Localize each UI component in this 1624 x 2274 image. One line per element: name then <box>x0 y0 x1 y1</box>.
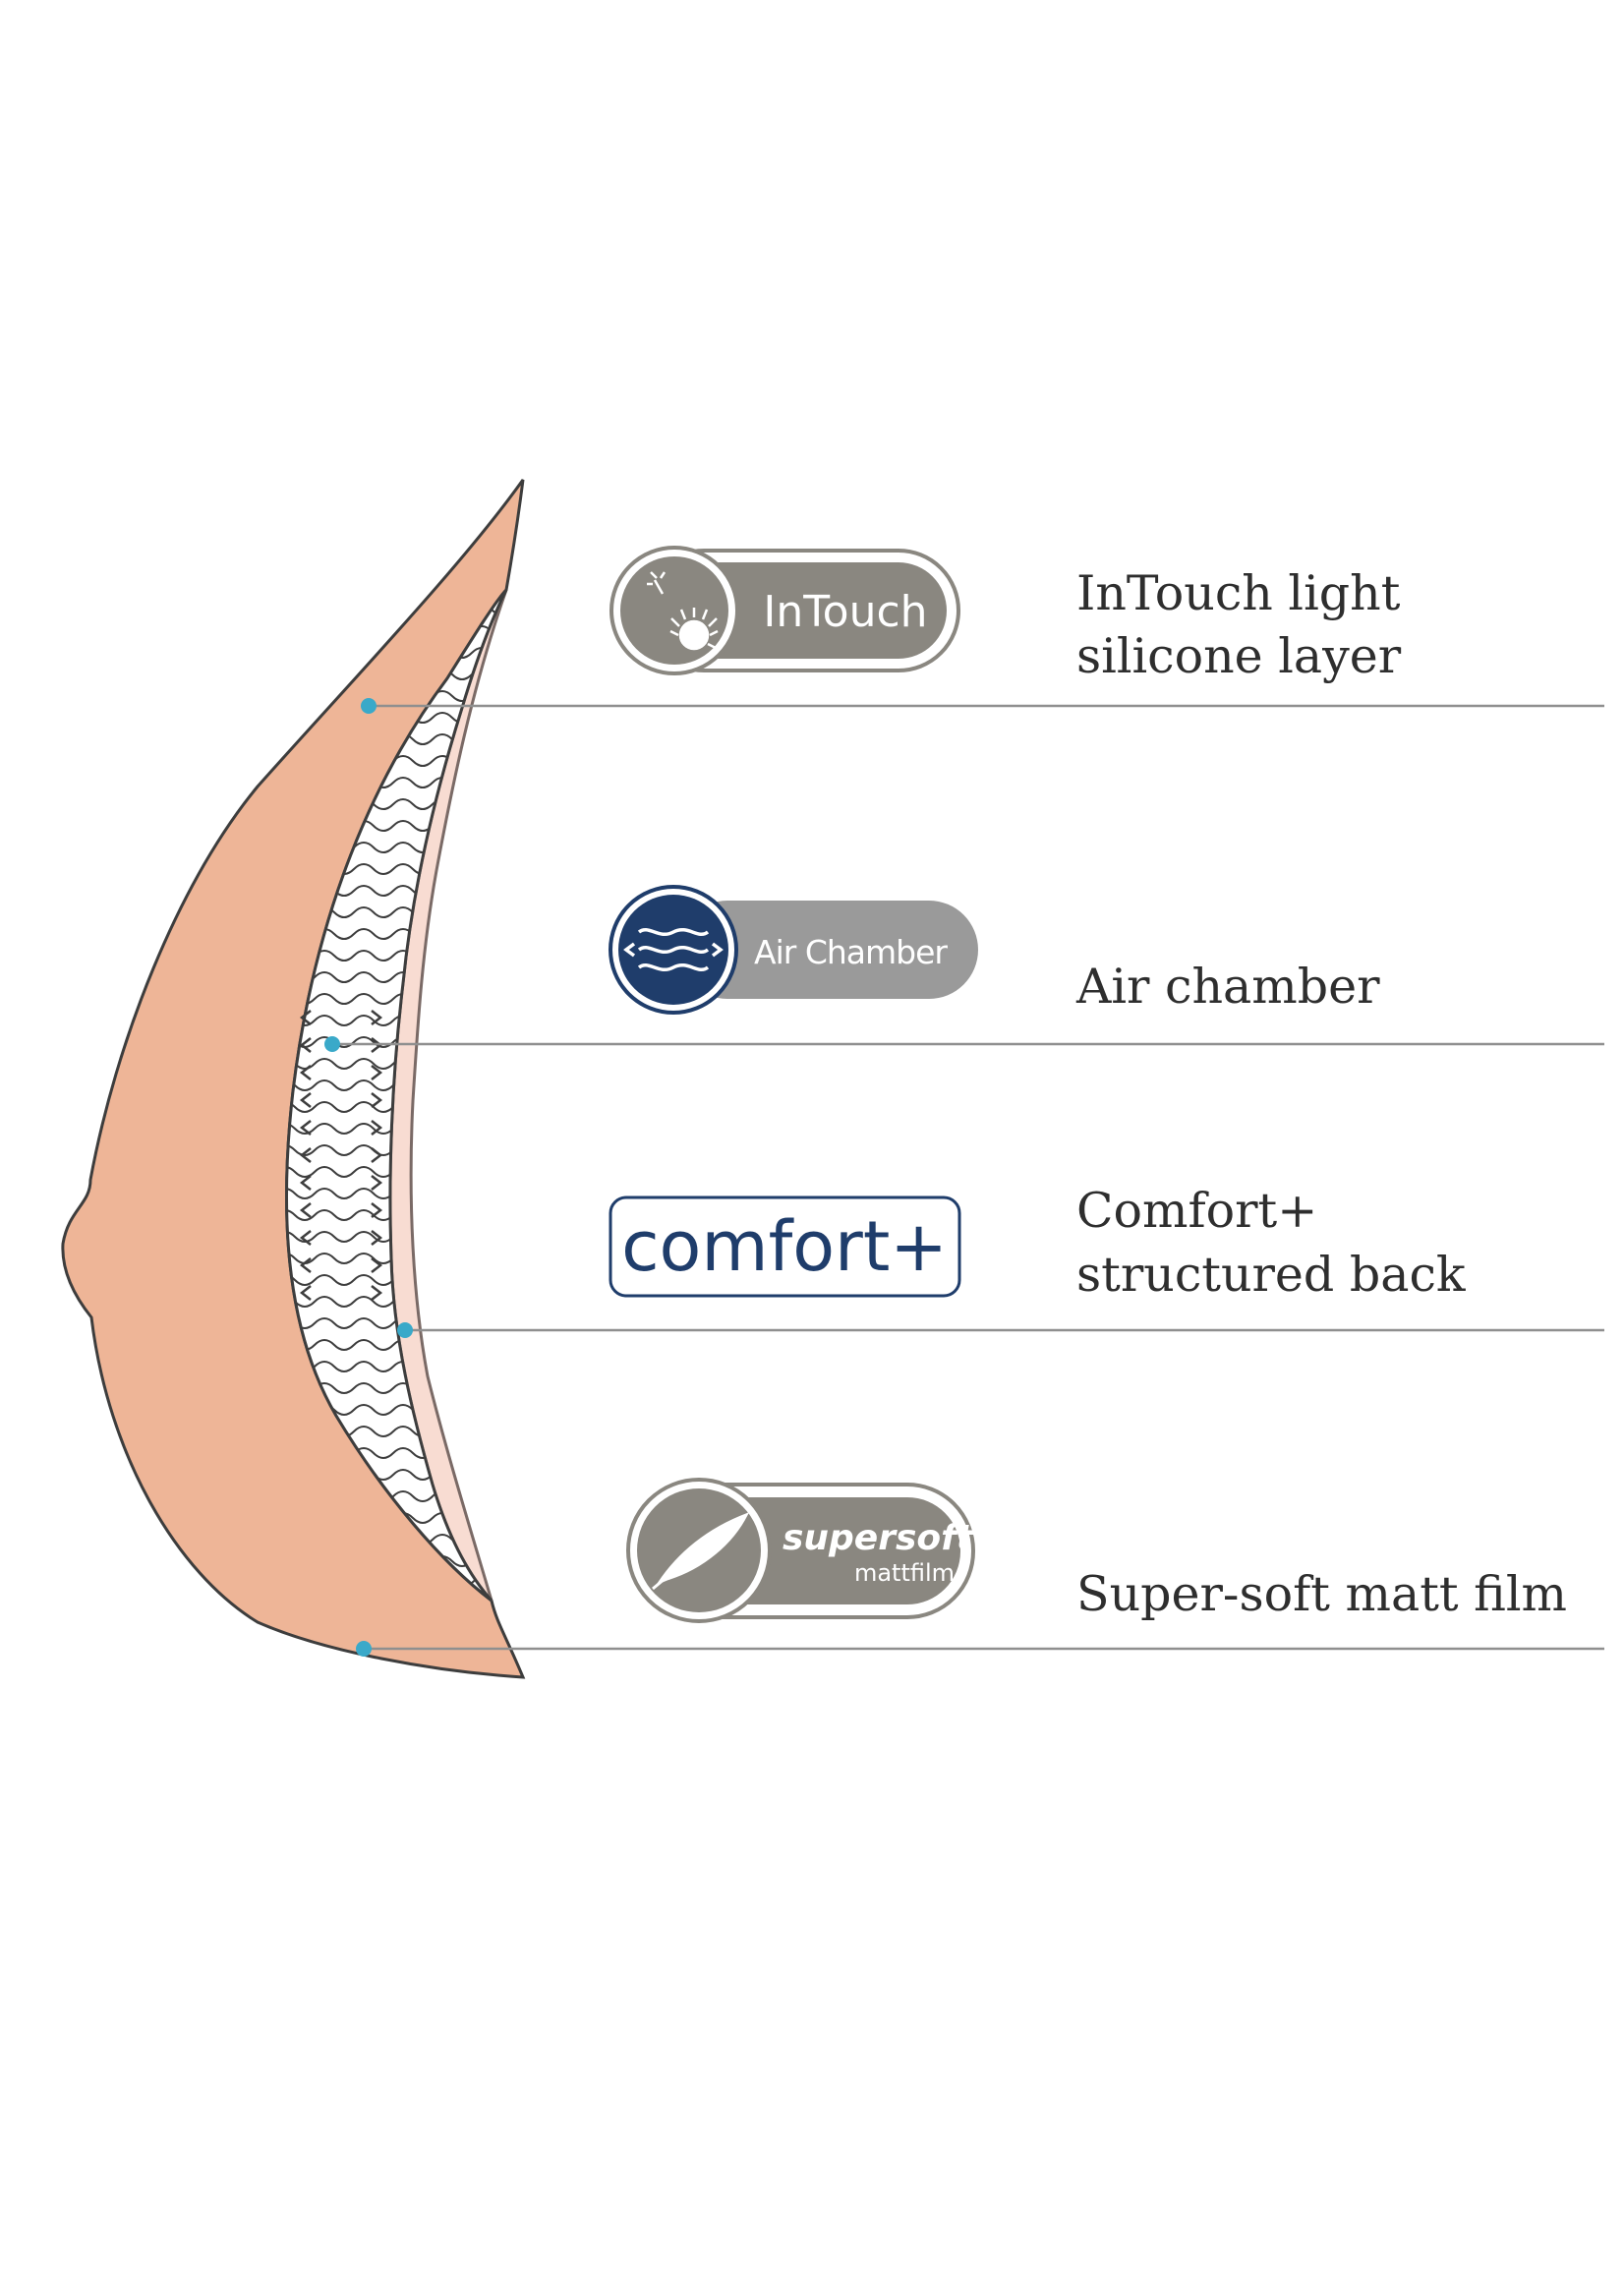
air-arrow <box>299 1257 383 1273</box>
comfort-plus-badge-text: comfort+ <box>621 1206 948 1287</box>
mattfilm-badge-text: mattfilm <box>854 1559 955 1587</box>
air-arrow <box>299 1092 383 1108</box>
supersoft-label: Super-soft matt film <box>1076 1566 1567 1622</box>
leader-dot-comfort <box>397 1322 413 1338</box>
air-chamber-badge-text: Air Chamber <box>754 933 948 971</box>
leader-dot-air-chamber <box>324 1036 340 1052</box>
supersoft-badge-text: supersoft <box>783 1518 975 1558</box>
leader-dot-intouch <box>361 698 377 714</box>
air-arrow <box>299 1120 383 1136</box>
intouch-label-line1: InTouch light <box>1076 565 1401 621</box>
comfort-plus-badge: comfort+ <box>609 1195 961 1298</box>
air-arrow <box>299 1202 383 1218</box>
air-chamber-label: Air chamber <box>1076 959 1380 1015</box>
comfort-label-line1: Comfort+ <box>1076 1183 1318 1239</box>
comfort-label-line2: structured back <box>1076 1247 1466 1303</box>
air-arrow <box>299 1285 383 1301</box>
leader-dots <box>324 698 413 1657</box>
air-chamber-region <box>284 588 508 1603</box>
breast-form-cross-section <box>61 479 526 1679</box>
air-chamber-badge: Air Chamber <box>609 885 978 1015</box>
feather-icon <box>652 1512 750 1591</box>
air-chamber-arrows <box>299 1010 383 1301</box>
air-arrow <box>299 1010 383 1025</box>
supersoft-badge: supersoft mattfilm <box>626 1478 975 1623</box>
air-arrow <box>299 1147 383 1163</box>
intouch-label-line2: silicone layer <box>1076 628 1402 684</box>
intouch-badge-text: InTouch <box>763 587 927 637</box>
airflow-waves-icon <box>623 928 724 971</box>
intouch-badge: InTouch <box>609 546 960 675</box>
air-arrow <box>299 1175 383 1191</box>
air-arrow <box>299 1065 383 1080</box>
air-arrow <box>299 1230 383 1246</box>
dandelion-icon <box>647 571 719 651</box>
leader-dot-supersoft <box>356 1641 372 1657</box>
leader-lines <box>332 704 1604 1651</box>
